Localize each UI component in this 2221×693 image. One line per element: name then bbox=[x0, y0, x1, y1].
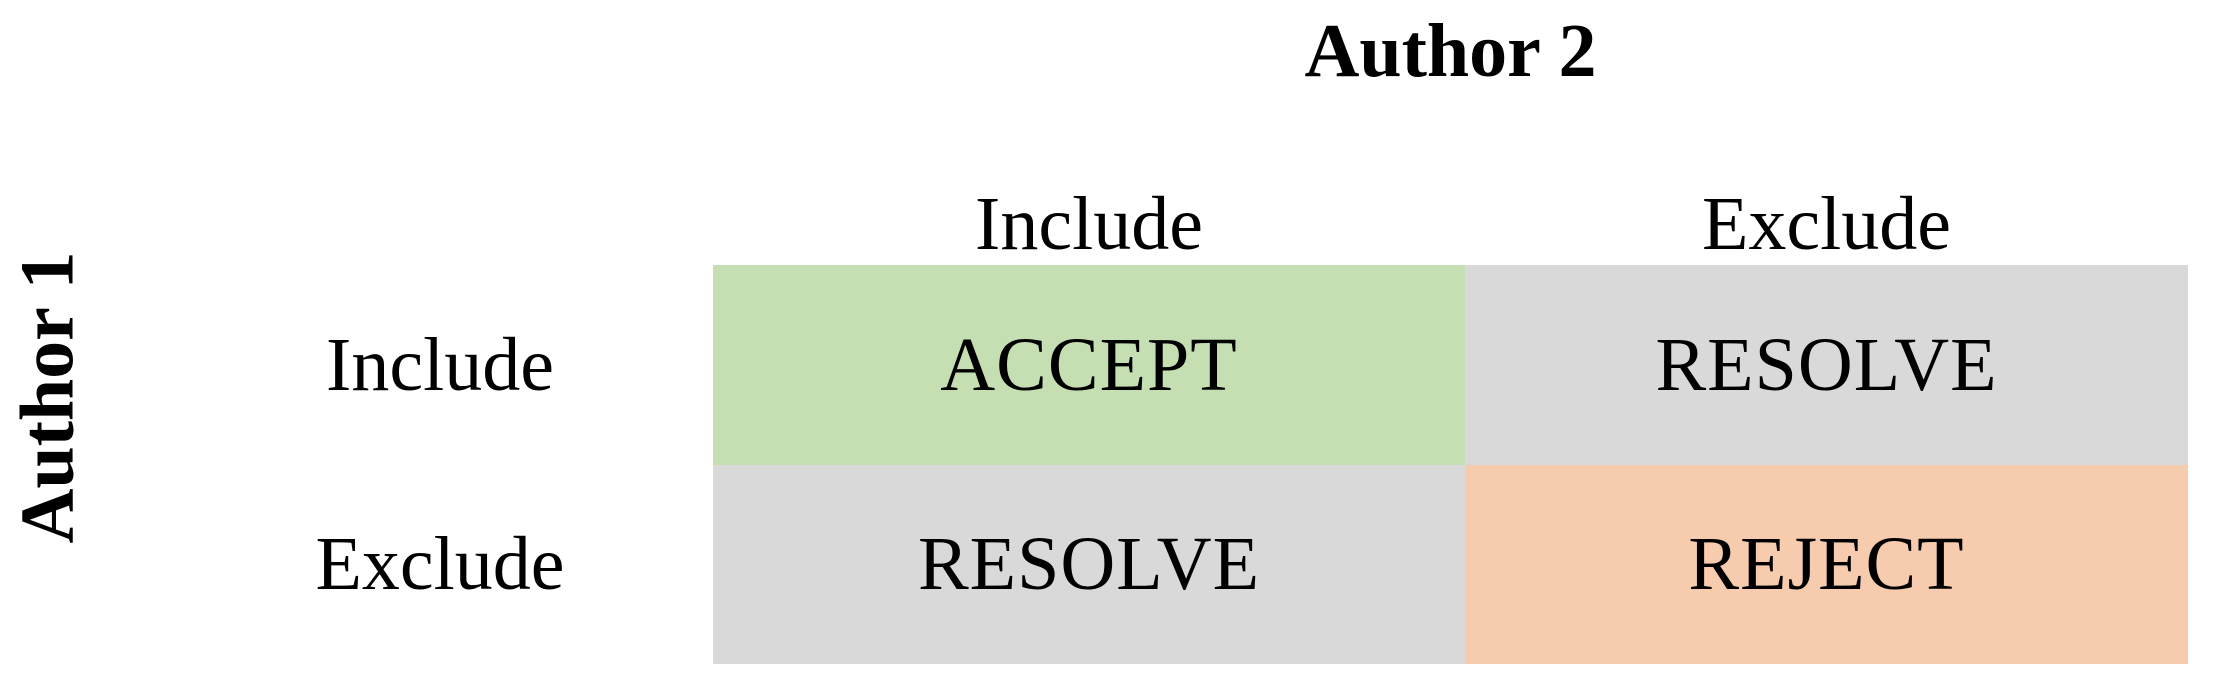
row-header-exclude: Exclude bbox=[315, 522, 565, 606]
row-header-include: Include bbox=[326, 322, 554, 407]
column-axis-title: Author 2 bbox=[1304, 8, 1597, 93]
row-axis-title-text: Author 1 bbox=[6, 250, 90, 544]
cell-resolve-exclude-include: RESOLVE bbox=[713, 465, 1465, 664]
cell-reject: REJECT bbox=[1465, 465, 2188, 664]
column-header-exclude: Exclude bbox=[1701, 182, 1951, 266]
cell-resolve-include-exclude: RESOLVE bbox=[1465, 265, 2188, 465]
row-axis-title: Author 1 bbox=[0, 130, 97, 664]
column-header-include: Include bbox=[975, 182, 1203, 266]
cell-accept: ACCEPT bbox=[713, 265, 1465, 465]
